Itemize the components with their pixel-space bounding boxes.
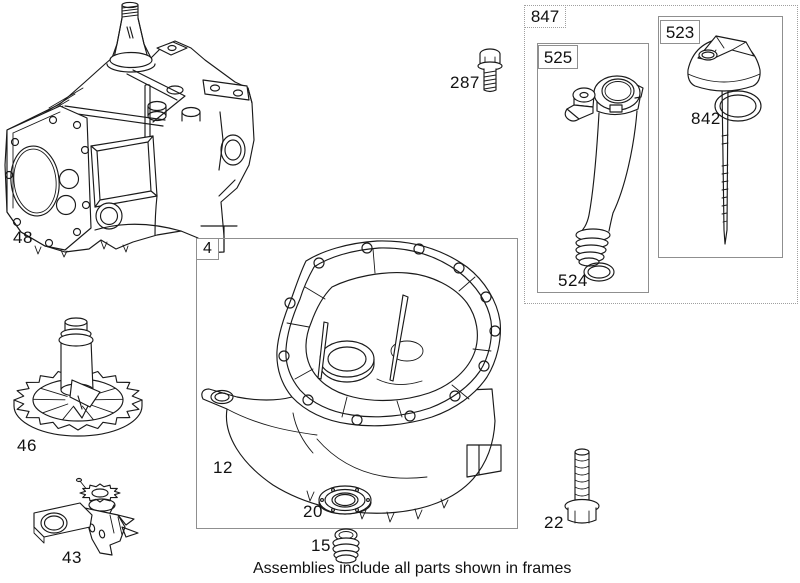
valve-chamber-opening (90, 135, 158, 208)
mount-bracket (564, 87, 596, 122)
sump-drawing (201, 240, 502, 523)
mounting-ears (156, 41, 253, 197)
part-22-label: 22 (544, 513, 564, 532)
part-20-label: 20 (303, 502, 323, 521)
part-43-label: 43 (62, 548, 82, 567)
sump-flange (276, 240, 502, 427)
bracket-arm (33, 502, 93, 544)
drain-plug-drawing (332, 528, 360, 564)
oil-fill-tube-drawing (564, 75, 644, 282)
dipstick-blade (721, 85, 729, 245)
cylinder-assembly-drawing (4, 1, 255, 258)
frame-525 (537, 43, 649, 293)
rod-2 (317, 321, 329, 380)
frame-4-tag: 4 (196, 238, 219, 260)
tube-body (575, 110, 638, 267)
dipstick-drawing (687, 35, 762, 245)
frame-847-tag: 847 (524, 5, 566, 28)
dipstick-cap (687, 35, 761, 92)
part-15-label: 15 (311, 536, 331, 555)
bracket-gear (75, 477, 121, 526)
rod-1 (389, 294, 409, 382)
sump-cavity (286, 248, 492, 418)
frame-525-tag: 525 (538, 45, 578, 69)
part-12-label: 12 (213, 458, 233, 477)
frame-4 (196, 238, 518, 529)
flange-bolt-drawing (564, 448, 600, 524)
frame-523-tag: 523 (660, 20, 700, 44)
part-842-label: 842 (691, 109, 721, 128)
frame-523 (658, 16, 783, 258)
oring-842-drawing (714, 90, 762, 122)
camshaft-drawing (13, 317, 143, 437)
cam-shaft (58, 317, 101, 419)
oil-seal-bore (95, 202, 123, 230)
part-46-label: 46 (17, 436, 37, 455)
part-287-label: 287 (450, 73, 480, 92)
crankshaft-stub (106, 1, 156, 73)
governor-bracket-drawing (33, 477, 139, 556)
oil-seal-drawing (318, 485, 372, 515)
frame-847 (524, 5, 798, 304)
part-524-label: 524 (558, 271, 588, 290)
part-48-label: 48 (13, 228, 33, 247)
gasket-face (4, 105, 92, 251)
footer-note: Assemblies include all parts shown in fr… (253, 560, 572, 577)
hex-bolt-drawing (477, 48, 503, 93)
oring-524-drawing (583, 262, 615, 282)
fill-neck-ring (593, 75, 644, 116)
